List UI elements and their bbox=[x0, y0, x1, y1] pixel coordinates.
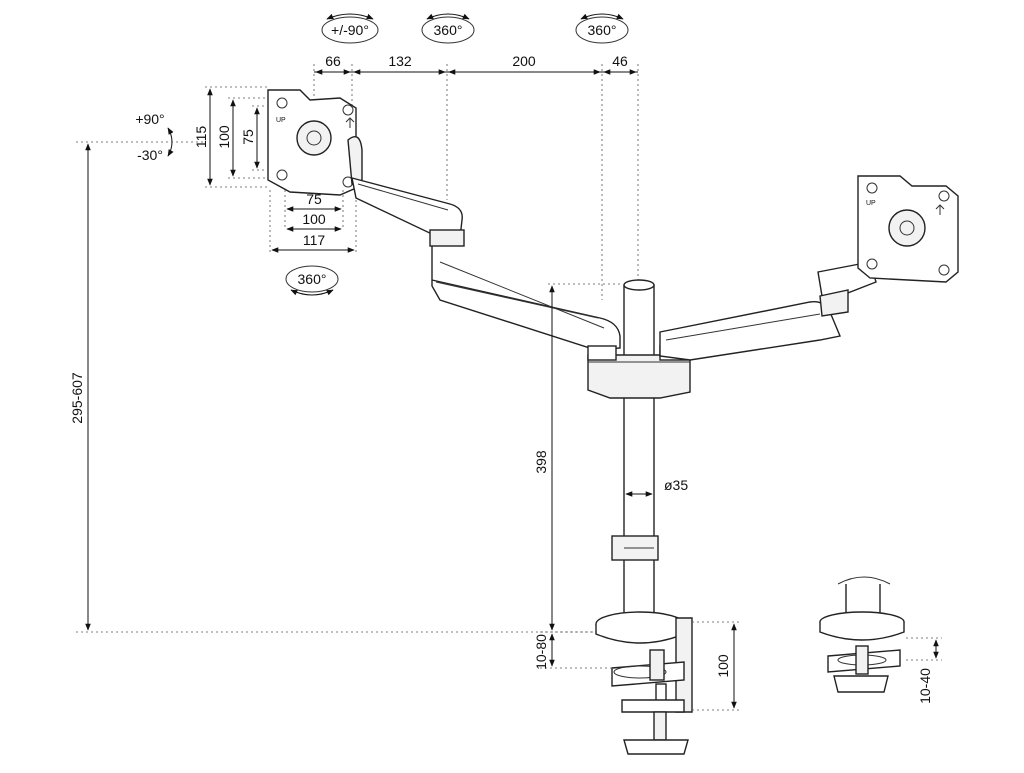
center-pole bbox=[587, 279, 691, 616]
left-vesa-plate: UP bbox=[267, 89, 357, 196]
vesa-width-outer: 117 bbox=[303, 232, 326, 248]
desk-range-label: 10-80 bbox=[533, 634, 549, 670]
right-plate-up-mark: UP bbox=[866, 200, 876, 207]
pole-height-label: 398 bbox=[533, 450, 549, 474]
height-range-dim: 295-607 bbox=[69, 141, 600, 633]
right-arm bbox=[659, 261, 877, 361]
vesa-vertical-dims: 115 100 75 bbox=[193, 86, 268, 188]
clamp-dims: 10-80 100 bbox=[533, 621, 740, 711]
grommet-mount bbox=[819, 576, 905, 693]
height-range-label: 295-607 bbox=[69, 372, 85, 424]
pole-height-dim: 398 bbox=[533, 283, 622, 631]
swivel-a-label: 360° bbox=[434, 22, 463, 38]
arm-seg-2: 132 bbox=[388, 53, 412, 69]
left-arm bbox=[347, 136, 621, 351]
swivel-b-label: 360° bbox=[588, 22, 617, 38]
vesa-height-mid: 100 bbox=[216, 125, 232, 149]
pole-diameter-dim: ø35 bbox=[625, 477, 688, 497]
swivel-badge-b: 360° bbox=[575, 13, 629, 44]
arm-seg-4: 46 bbox=[612, 53, 628, 69]
vesa-height-inner: 75 bbox=[240, 129, 256, 145]
arm-seg-3: 200 bbox=[512, 53, 536, 69]
tilt-down-label: -30° bbox=[137, 147, 163, 163]
tilt-indicator: +90° -30° bbox=[135, 111, 174, 163]
arm-seg-1: 66 bbox=[325, 53, 341, 69]
grommet-range-label: 10-40 bbox=[917, 668, 933, 704]
grommet-range-dim: 10-40 bbox=[906, 637, 942, 704]
vesa-height-outer: 115 bbox=[193, 126, 209, 149]
vesa-width-inner: 75 bbox=[306, 191, 322, 207]
tilt-up-label: +90° bbox=[135, 111, 164, 127]
pole-diameter-label: ø35 bbox=[664, 477, 688, 493]
swivel-badge-a: 360° bbox=[421, 13, 475, 44]
plate-rotation-badge: 360° bbox=[285, 265, 339, 296]
left-plate-up-mark: UP bbox=[276, 117, 286, 124]
vesa-horizontal-dims: 75 100 117 bbox=[269, 190, 357, 253]
clamp-height-label: 100 bbox=[715, 654, 731, 678]
right-vesa-plate: UP bbox=[857, 175, 959, 283]
tilt-range-badge: +/-90° bbox=[321, 13, 379, 44]
plate-rotation-label: 360° bbox=[298, 271, 327, 287]
tilt-range-label: +/-90° bbox=[331, 22, 369, 38]
vesa-width-mid: 100 bbox=[302, 211, 326, 227]
desk-clamp bbox=[595, 611, 693, 755]
